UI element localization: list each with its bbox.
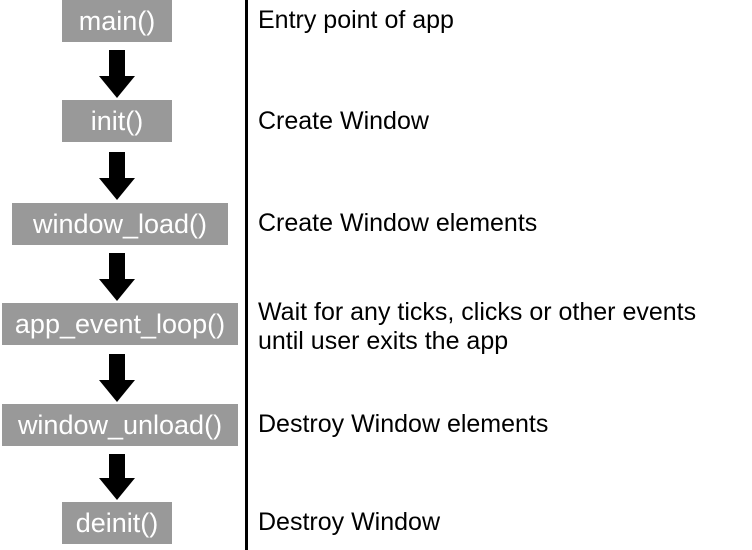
arrow-window-unload-to-deinit — [99, 454, 135, 500]
arrow-shaft — [109, 454, 125, 478]
node-box-app-event-loop[interactable]: app_event_loop() — [2, 303, 238, 345]
node-box-deinit[interactable]: deinit() — [62, 502, 172, 544]
node-label: init() — [90, 105, 144, 136]
arrow-app-event-loop-to-window-unload — [99, 354, 135, 402]
arrow-shaft — [109, 354, 125, 380]
node-label: main() — [78, 5, 156, 36]
arrow-shaft — [109, 152, 125, 178]
description-init: Create Window — [258, 107, 429, 135]
arrow-main-to-init — [99, 50, 135, 98]
arrow-head — [99, 76, 135, 98]
node-box-main[interactable]: main() — [62, 0, 172, 42]
arrow-head — [99, 380, 135, 402]
arrow-shaft — [109, 253, 125, 279]
arrow-head — [99, 178, 135, 200]
arrow-head — [99, 478, 135, 500]
arrow-window-load-to-app-event-loop — [99, 253, 135, 301]
node-label: window_unload() — [17, 409, 223, 440]
node-box-window-load[interactable]: window_load() — [12, 203, 228, 245]
arrow-head — [99, 279, 135, 301]
description-window-load: Create Window elements — [258, 209, 538, 237]
description-app-event-loop: Wait for any ticks, clicks or other even… — [258, 298, 697, 355]
node-label: deinit() — [75, 507, 159, 538]
arrow-shaft — [109, 50, 125, 76]
description-window-unload: Destroy Window elements — [258, 410, 549, 438]
node-label: window_load() — [32, 208, 208, 239]
arrow-init-to-window-load — [99, 152, 135, 200]
description-deinit: Destroy Window — [258, 508, 440, 536]
node-label: app_event_loop() — [14, 308, 226, 339]
node-box-window-unload[interactable]: window_unload() — [2, 404, 238, 446]
description-main: Entry point of app — [258, 6, 454, 34]
node-box-init[interactable]: init() — [62, 100, 172, 142]
column-divider — [245, 0, 248, 550]
